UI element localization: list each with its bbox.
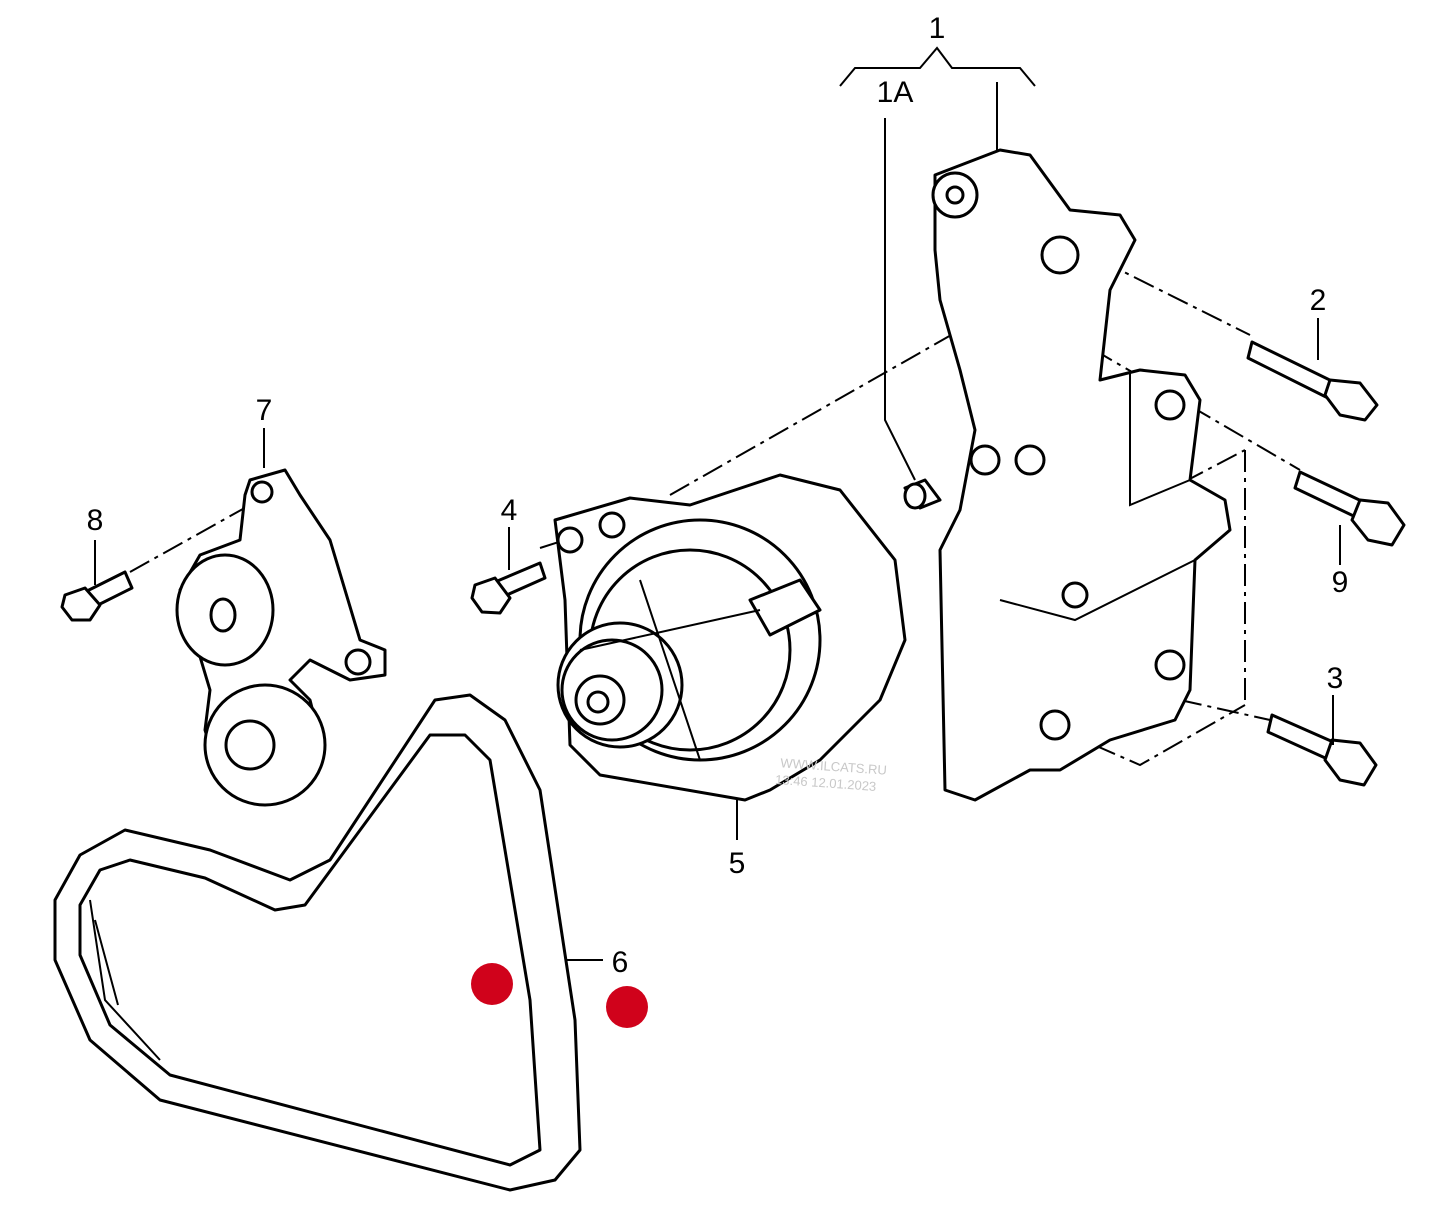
bracket-part-1[interactable] [931,148,1232,802]
sleeve-part-1a[interactable] [903,478,942,510]
label-part-5[interactable]: 5 [729,847,746,880]
label-part-2[interactable]: 2 [1310,284,1327,317]
hotspot-marker[interactable] [471,963,513,1005]
bolt-part-9[interactable] [1293,470,1406,547]
label-part-8[interactable]: 8 [87,504,104,537]
label-part-4[interactable]: 4 [501,494,518,527]
watermark-timestamp: 13:46 12.01.2023 [775,772,877,794]
bolt-part-2[interactable] [1246,340,1379,422]
hotspot-marker[interactable] [606,986,648,1028]
alternator-part-5[interactable] [553,473,907,802]
label-part-9[interactable]: 9 [1332,566,1349,599]
bolt-part-3[interactable] [1266,713,1378,787]
label-part-1a[interactable]: 1A [877,76,914,109]
belt-part-6[interactable] [53,693,582,1192]
bolt-part-8[interactable] [60,570,134,622]
watermark: WWW.ILCATS.RU 13:46 12.01.2023 [775,755,888,794]
watermark-site: WWW.ILCATS.RU [780,755,887,777]
label-part-7[interactable]: 7 [256,394,273,427]
leader-lines [94,46,1341,961]
label-part-1[interactable]: 1 [929,12,946,45]
bolt-part-4[interactable] [470,561,547,615]
tensioner-part-7[interactable] [175,468,387,807]
label-part-3[interactable]: 3 [1327,662,1344,695]
label-part-6[interactable]: 6 [612,946,629,979]
